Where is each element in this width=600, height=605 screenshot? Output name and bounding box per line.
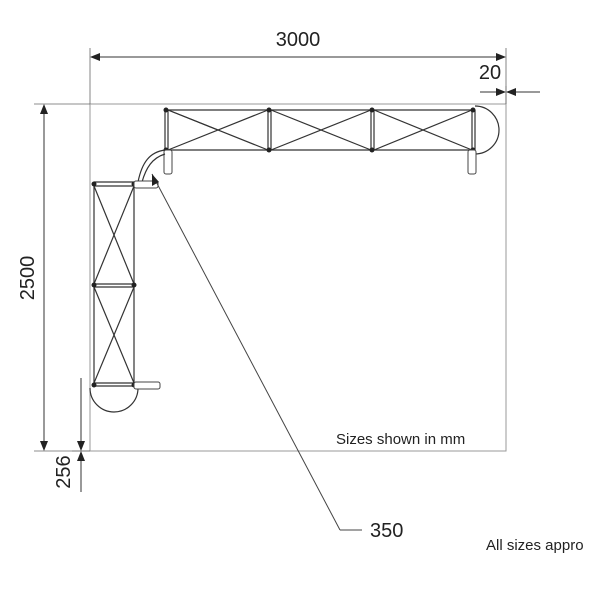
depth-dimension: 2500 [17, 103, 90, 452]
top-truss-bay-1 [164, 109, 269, 151]
end-gap-dimension-label: 20 [479, 62, 501, 84]
bottom-offset-dimension-label: 256 [53, 455, 75, 488]
top-truss-foot-left [163, 149, 173, 175]
approx-note: All sizes appro [486, 537, 584, 554]
corner-curve [137, 149, 166, 183]
radius-dimension-label: 350 [370, 520, 403, 542]
width-dimension-label: 3000 [276, 29, 321, 51]
radius-leader: 350 [151, 173, 403, 542]
stand-area-outline [89, 103, 507, 452]
top-truss-end-cap [474, 105, 500, 155]
left-truss-foot-bottom [133, 381, 161, 390]
top-truss [163, 105, 500, 175]
units-note: Sizes shown in mm [336, 431, 465, 448]
width-dimension: 3000 [89, 29, 507, 104]
top-truss-foot-right [467, 149, 477, 175]
left-truss [89, 180, 161, 413]
end-gap-dimension: 20 [479, 62, 540, 104]
top-truss-bay-3 [370, 109, 476, 151]
top-truss-bay-2 [267, 109, 372, 151]
depth-dimension-label: 2500 [17, 256, 39, 301]
left-truss-end-cap [89, 387, 139, 413]
bottom-offset-dimension: 256 [53, 378, 90, 492]
